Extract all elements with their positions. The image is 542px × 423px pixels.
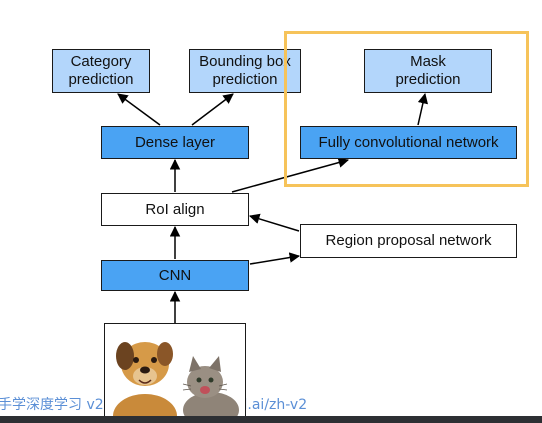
bounding-box-prediction-line1: Bounding box	[199, 53, 291, 70]
bottom-bar	[0, 416, 542, 423]
dense-layer-box: Dense layer	[101, 126, 249, 159]
dog-and-cat-photo	[105, 324, 245, 418]
category-prediction-line2: prediction	[68, 71, 134, 88]
arrow-dense-to-category	[117, 93, 161, 126]
cnn-box: CNN	[101, 260, 249, 291]
input-image	[104, 323, 246, 419]
mask-prediction-line2: prediction	[395, 71, 461, 88]
bounding-box-prediction-line2: prediction	[212, 71, 278, 88]
category-prediction-box: Category prediction	[52, 49, 150, 93]
region-proposal-network-box: Region proposal network	[300, 224, 517, 258]
mask-branch-highlight	[284, 31, 529, 187]
arrow-roi-to-fcn	[231, 157, 350, 193]
mask-prediction-box: Mask prediction	[364, 49, 492, 93]
arrow-dense-to-bbox	[191, 93, 234, 126]
fully-convolutional-network-box: Fully convolutional network	[300, 126, 517, 159]
arrow-rpn-to-roi	[248, 213, 300, 232]
category-prediction-line1: Category	[70, 53, 132, 70]
mask-prediction-line1: Mask	[410, 53, 446, 70]
arrow-cnn-to-rpn	[249, 252, 301, 265]
roi-align-box: RoI align	[101, 193, 249, 226]
arrow-fcn-to-mask	[417, 92, 429, 126]
bounding-box-prediction-box: Bounding box prediction	[189, 49, 301, 93]
